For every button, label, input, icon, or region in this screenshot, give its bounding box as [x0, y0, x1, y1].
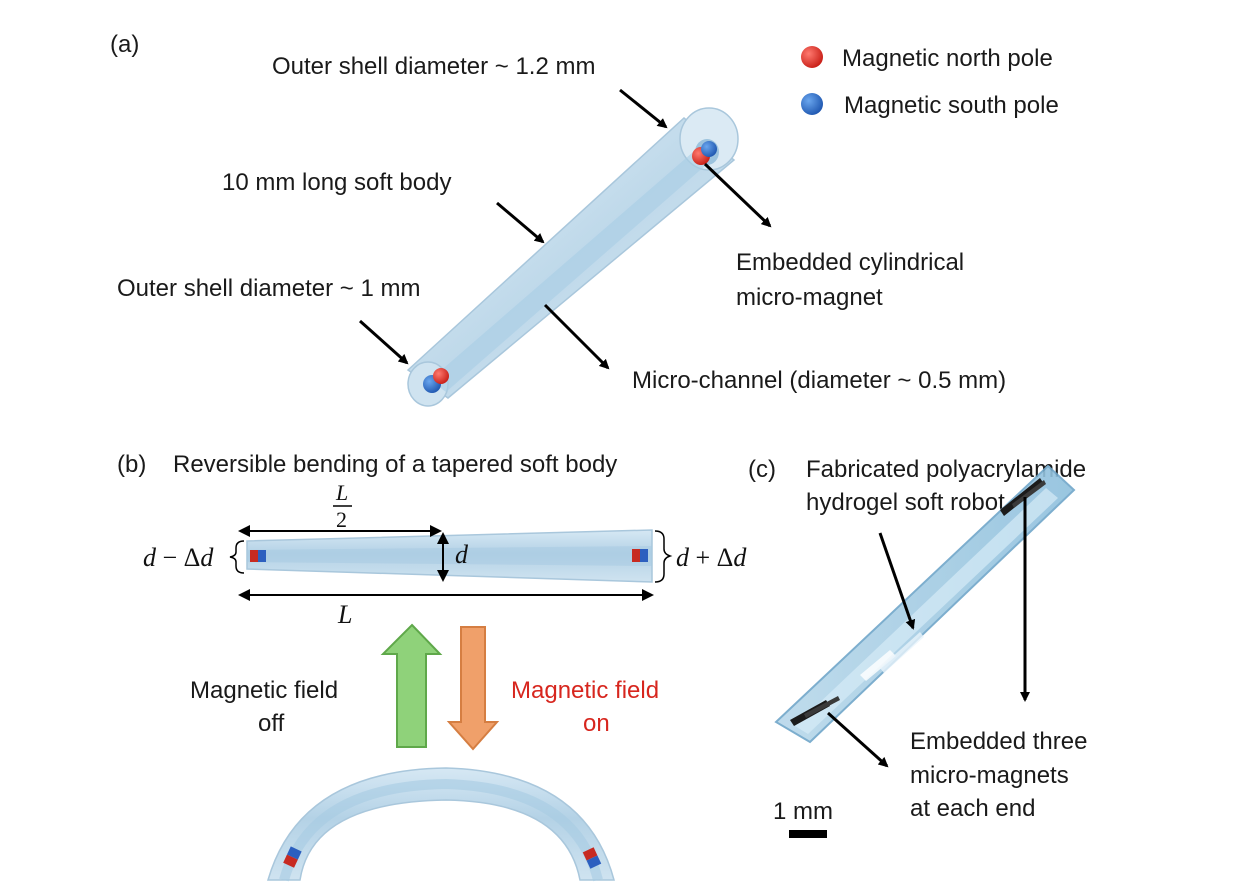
right-diameter-label: d + Δd — [654, 530, 747, 583]
magnet-right — [632, 549, 648, 562]
field-off-line2: off — [258, 710, 285, 737]
magnet-label-line2: micro-magnet — [736, 284, 883, 311]
soft-body-label: 10 mm long soft body — [222, 169, 451, 196]
left-brace — [229, 540, 245, 574]
magnets-line1: Embedded three — [910, 728, 1087, 755]
panel-b-label: (b) — [117, 451, 146, 478]
robot-photo — [774, 464, 1076, 744]
half-L-denominator: 2 — [336, 507, 347, 532]
magnet-arrow — [703, 162, 772, 228]
magnet-left — [250, 550, 266, 562]
robot-arrow — [878, 532, 916, 630]
field-off-arrow — [380, 623, 443, 748]
panel-c: (c) Fabricated polyacrylamide hydrogel s… — [748, 456, 1087, 838]
tapered-tube-3d — [406, 107, 739, 407]
outer-bottom-arrow — [359, 319, 409, 365]
right-operator: + Δ — [689, 543, 733, 572]
soft-body-arrow — [496, 201, 545, 244]
field-on-line1: Magnetic field — [511, 677, 659, 704]
straight-tube — [246, 529, 653, 583]
bent-magnet-left — [283, 846, 302, 868]
panel-b-title: Reversible bending of a tapered soft bod… — [173, 451, 617, 478]
field-on-arrow — [446, 626, 500, 751]
photo-magnets-right — [1000, 478, 1046, 516]
channel-arrow — [543, 303, 610, 370]
field-on-line2: on — [583, 710, 610, 737]
photo-magnets-left — [790, 696, 840, 726]
bent-magnet-right — [582, 847, 602, 869]
magnets-line3: at each end — [910, 795, 1035, 822]
panel-a-label: (a) — [110, 31, 139, 58]
magnet-label-line1: Embedded cylindrical — [736, 249, 964, 276]
south-pole-swatch — [801, 93, 823, 115]
L-label: L — [337, 600, 352, 629]
panel-c-label: (c) — [748, 456, 776, 483]
panel-c-title-line2: hydrogel soft robot — [806, 489, 1005, 516]
field-off-line1: Magnetic field — [190, 677, 338, 704]
magnets-line2: micro-magnets — [910, 762, 1069, 789]
magnet-left-arrow — [826, 711, 889, 768]
half-L-numerator: L — [335, 480, 348, 505]
bent-tube — [267, 767, 615, 882]
legend: Magnetic north pole Magnetic south pole — [801, 45, 1059, 119]
left-delta-d: d — [200, 543, 214, 572]
channel-label: Micro-channel (diameter ~ 0.5 mm) — [632, 367, 1006, 394]
magnet-bottom — [423, 368, 449, 393]
panel-a: (a) Magnetic north pole Magnetic s — [110, 31, 1059, 407]
left-diameter-label: d − Δd — [143, 540, 245, 574]
panel-b: (b) Reversible bending of a tapered soft… — [117, 451, 747, 882]
svg-text:d + Δd: d + Δd — [676, 543, 747, 572]
magnet-top — [692, 141, 717, 165]
right-delta-d: d — [733, 543, 747, 572]
south-pole-label: Magnetic south pole — [844, 92, 1059, 119]
d-label: d — [455, 540, 469, 569]
right-brace — [654, 530, 673, 583]
outer-bottom-label: Outer shell diameter ~ 1 mm — [117, 275, 420, 302]
scale-bar-label: 1 mm — [773, 798, 833, 825]
outer-top-arrow — [619, 88, 668, 129]
svg-text:d − Δd: d − Δd — [143, 543, 214, 572]
north-pole-label: Magnetic north pole — [842, 45, 1053, 72]
scale-bar — [789, 830, 827, 838]
outer-top-label: Outer shell diameter ~ 1.2 mm — [272, 53, 595, 80]
left-operator: − Δ — [156, 543, 200, 572]
right-d: d — [676, 543, 690, 572]
north-pole-swatch — [801, 46, 823, 68]
left-d: d — [143, 543, 157, 572]
